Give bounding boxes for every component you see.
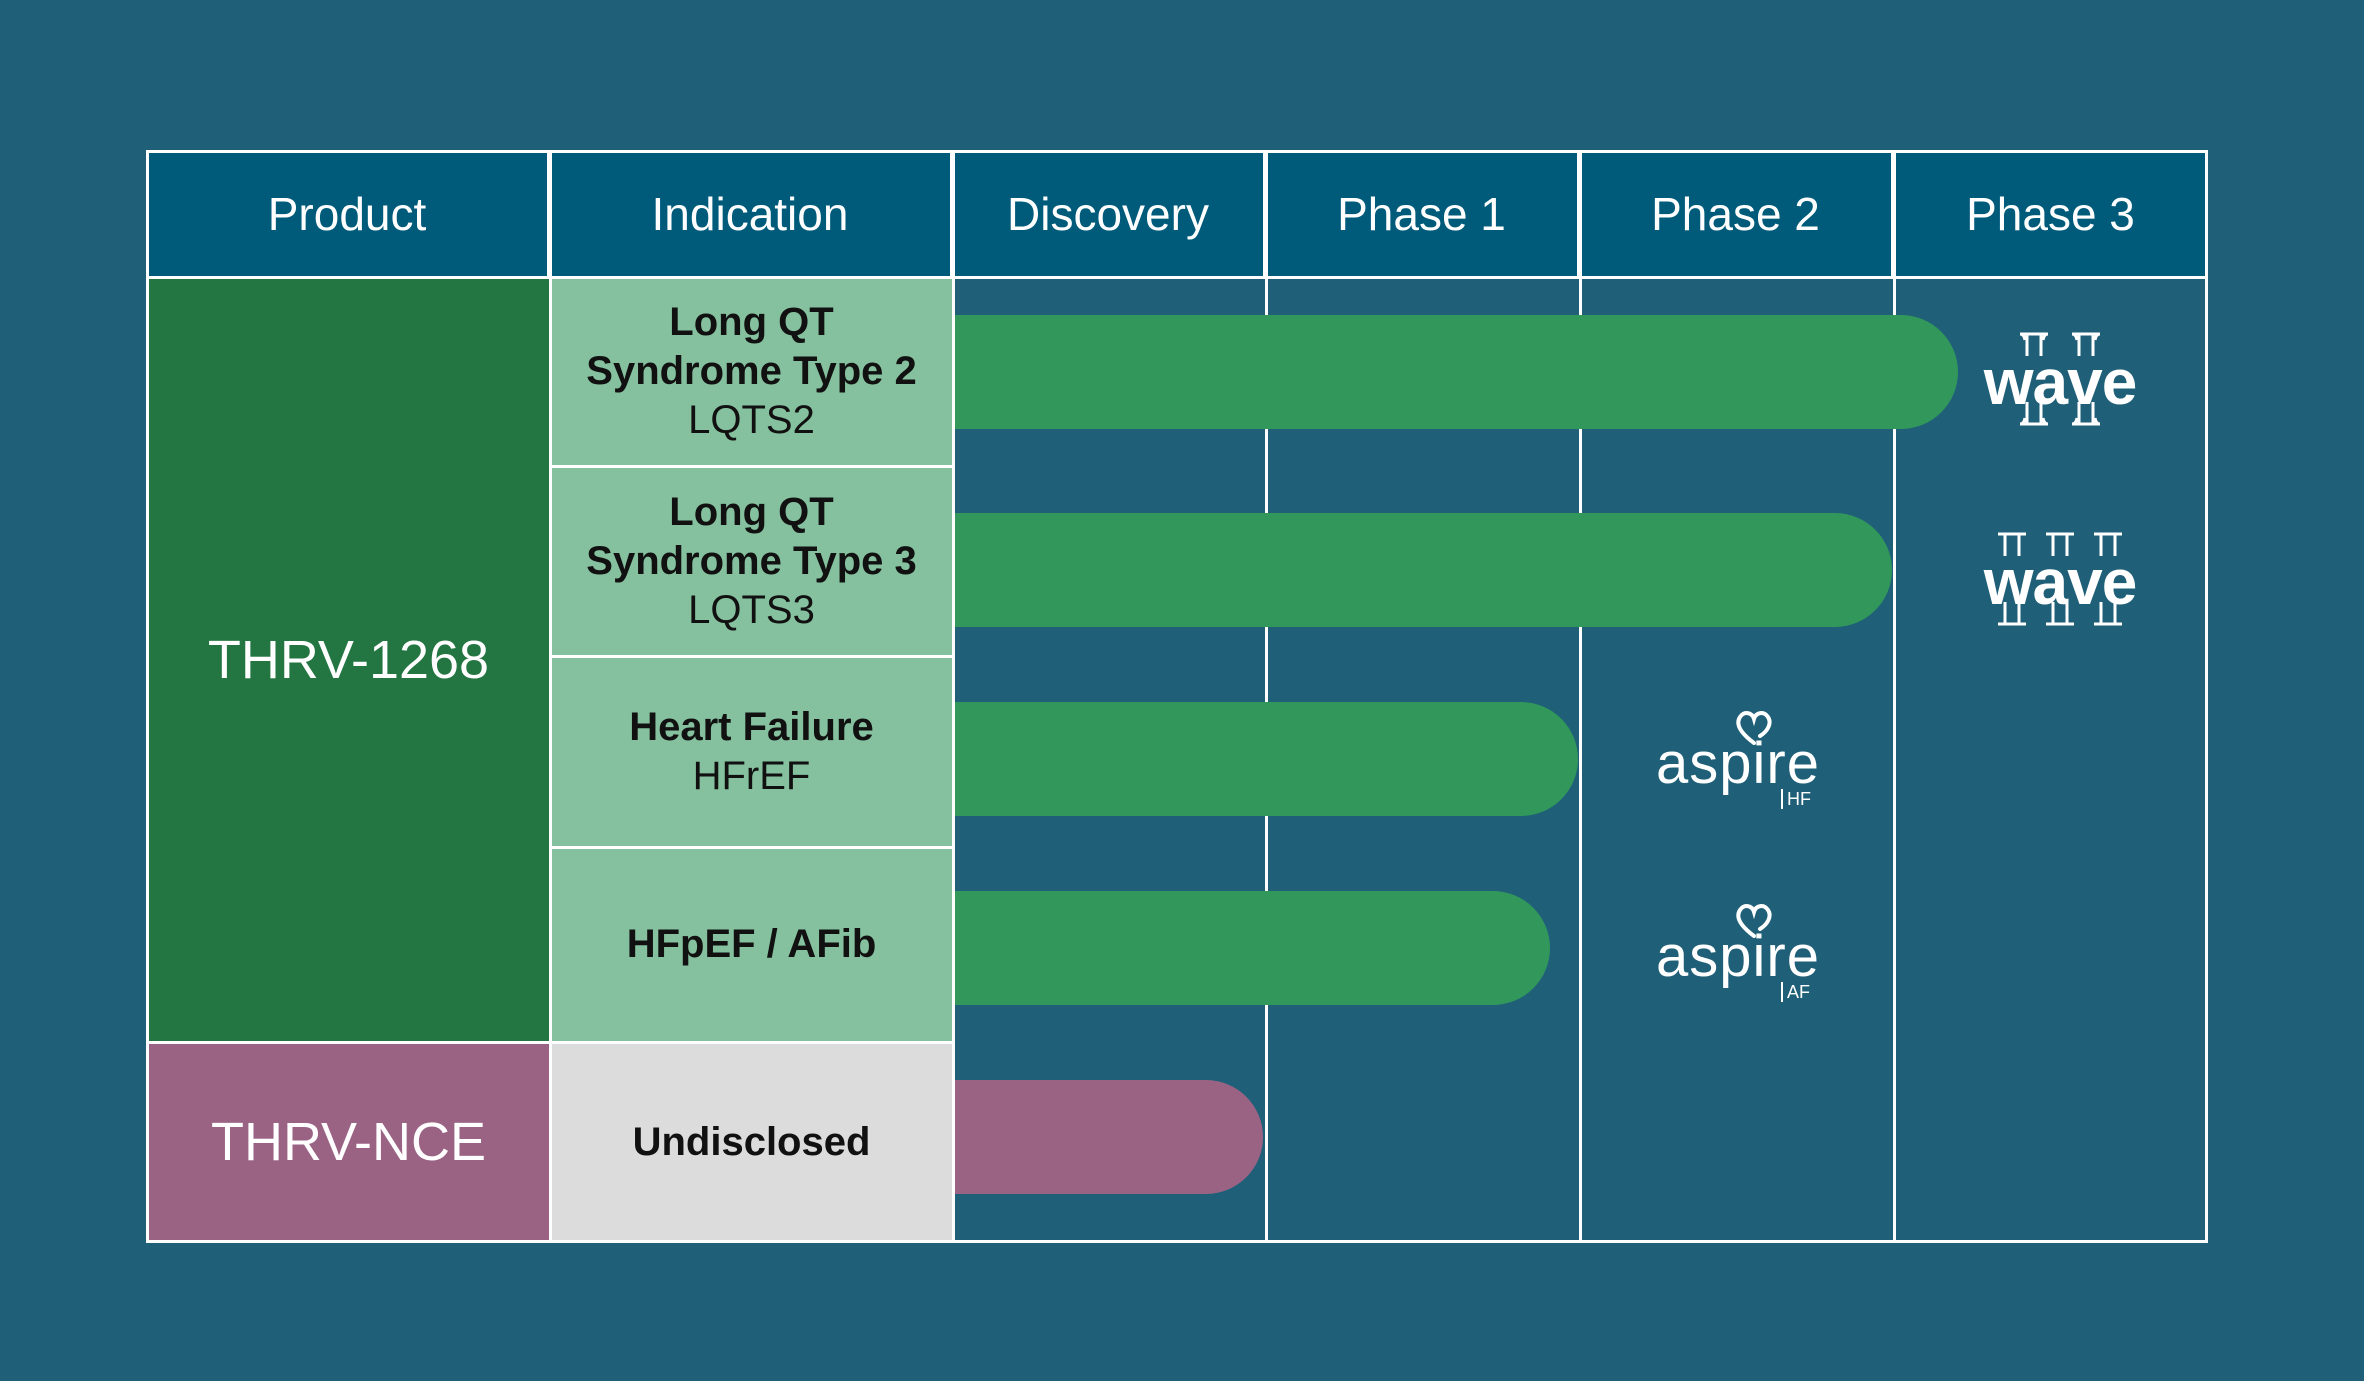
- bar-undisclosed: [955, 1080, 1263, 1194]
- aspire-hf-word: aspire: [1656, 731, 1820, 796]
- grid-line-ind-1: [550, 465, 953, 468]
- wave-ii-word: wave: [1983, 346, 2138, 418]
- header-discovery: Discovery: [953, 151, 1266, 277]
- indication-lqts3-line2: Syndrome Type 3: [586, 538, 917, 583]
- wave-ii-logo: wave: [1975, 330, 2145, 430]
- aspire-hf-tag: HF: [1781, 789, 1811, 809]
- aspire-af-tag: AF: [1781, 982, 1810, 1002]
- indication-hfpef-afib: HFpEF / AFib: [550, 847, 953, 1042]
- grid-line-phase1: [1579, 150, 1582, 1243]
- product-thrv-nce: THRV-NCE: [147, 1042, 550, 1242]
- grid-line-discovery: [1265, 150, 1268, 1243]
- indication-lqts2-abbr: LQTS2: [688, 398, 815, 442]
- grid-line-phase2: [1893, 150, 1896, 1243]
- grid-line-ind-3: [550, 846, 953, 849]
- grid-line-bottom: [146, 1240, 2208, 1243]
- aspire-af-logo: aspire AF: [1650, 898, 1830, 1008]
- wave-iii-numeral-icon: [1998, 532, 2122, 626]
- wave-iii-word: wave: [1983, 546, 2138, 618]
- indication-lqts3-abbr: LQTS3: [688, 587, 815, 632]
- grid-line-product: [549, 150, 552, 1243]
- indication-hf-abbr: HFrEF: [692, 753, 811, 798]
- indication-hfpef-line1: HFpEF / AFib: [626, 922, 877, 966]
- aspire-hf-logo: aspire HF: [1650, 705, 1830, 815]
- header-product: Product: [147, 151, 550, 277]
- indication-lqts2-line1: Long QT: [669, 300, 834, 344]
- header-phase-2: Phase 2: [1580, 151, 1894, 277]
- indication-lqts3-line1: Long QT: [669, 489, 834, 534]
- wave-ii-numeral-icon: [2019, 332, 2101, 426]
- grid-line-header-bottom: [146, 276, 2208, 279]
- grid-line-indication: [952, 150, 955, 1243]
- bar-lqts2: [955, 315, 1958, 429]
- aspire-af-word: aspire: [1656, 924, 1820, 989]
- indication-heart-failure: Heart Failure HFrEF: [550, 656, 953, 847]
- grid-line-ind-2: [550, 655, 953, 658]
- indication-lqts2: Long QT Syndrome Type 2 LQTS2: [550, 277, 953, 466]
- indication-undisclosed-line1: Undisclosed: [632, 1119, 871, 1164]
- grid-line-right: [2205, 150, 2208, 1243]
- indication-lqts3: Long QT Syndrome Type 3 LQTS3: [550, 466, 953, 656]
- indication-lqts2-line2: Syndrome Type 2: [586, 349, 917, 393]
- grid-line-top: [146, 150, 2208, 153]
- header-indication: Indication: [550, 151, 953, 277]
- bar-lqts3: [955, 513, 1892, 627]
- grid-line-ind-4: [146, 1041, 953, 1044]
- product-thrv-1268: THRV-1268: [147, 277, 550, 1042]
- indication-hf-line1: Heart Failure: [629, 704, 874, 749]
- wave-iii-logo: wave: [1975, 530, 2145, 630]
- grid-line-left: [146, 150, 149, 1243]
- indication-undisclosed: Undisclosed: [550, 1042, 953, 1242]
- aspire-heart-icon: [1736, 904, 1772, 938]
- bar-hfpef-afib: [955, 891, 1550, 1005]
- header-phase-1: Phase 1: [1266, 151, 1580, 277]
- header-phase-3: Phase 3: [1894, 151, 2207, 277]
- aspire-heart-icon: [1736, 711, 1772, 745]
- bar-heart-failure: [955, 702, 1578, 816]
